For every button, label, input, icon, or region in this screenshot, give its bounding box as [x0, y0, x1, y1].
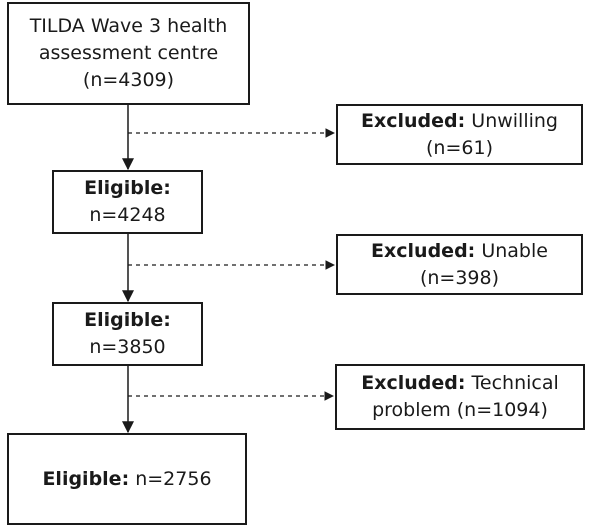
excluded-1-count: (n=61): [426, 136, 493, 159]
excluded-1-label: Excluded:: [361, 109, 466, 132]
excluded-3-reason-line-2: problem (n=1094): [372, 399, 548, 421]
eligible-3-count: n=2756: [135, 467, 212, 490]
eligible-3-label: Eligible:: [42, 467, 130, 490]
eligible-box-3: Eligible: n=2756: [7, 433, 247, 525]
start-box: TILDA Wave 3 health assessment centre (n…: [7, 2, 250, 105]
excluded-3-reason: Technical: [471, 372, 559, 394]
eligible-1-count: n=4248: [89, 204, 166, 226]
excluded-2-reason: Unable: [481, 239, 548, 262]
eligible-box-2: Eligible: n=3850: [52, 302, 203, 366]
eligible-2-count: n=3850: [89, 336, 166, 358]
excluded-box-2: Excluded: Unable (n=398): [336, 234, 583, 295]
eligible-1-label: Eligible:: [84, 177, 171, 199]
start-line-2: assessment centre: [38, 42, 219, 64]
excluded-3-label: Excluded:: [361, 372, 466, 394]
eligible-box-1: Eligible: n=4248: [52, 170, 203, 234]
start-line-1: TILDA Wave 3 health: [29, 15, 228, 37]
start-count: (n=4309): [82, 69, 175, 91]
excluded-box-1: Excluded: Unwilling (n=61): [336, 104, 583, 165]
eligible-2-label: Eligible:: [84, 309, 171, 331]
excluded-2-label: Excluded:: [371, 239, 476, 262]
excluded-2-count: (n=398): [419, 266, 500, 289]
excluded-box-3: Excluded: Technical problem (n=1094): [335, 364, 585, 430]
excluded-1-reason: Unwilling: [471, 109, 558, 132]
